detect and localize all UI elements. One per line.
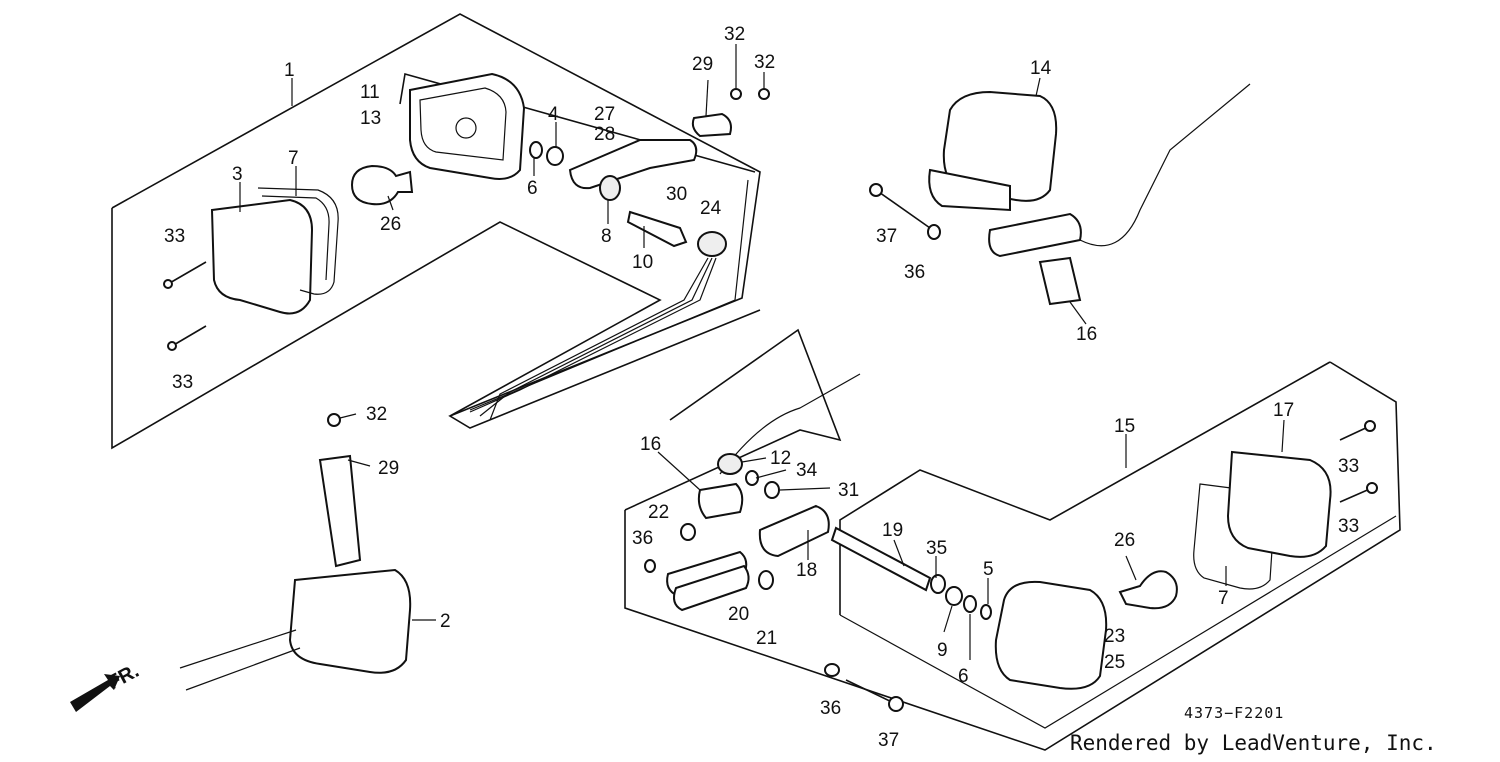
callout-29-lower: 29 [378,458,399,479]
callout-33-rear-lower: 33 [1338,516,1359,537]
screw-part-33-lower [167,325,207,351]
callout-3: 3 [232,164,243,185]
callout-1: 1 [284,60,295,81]
callout-37: 37 [876,226,897,247]
callout-2: 2 [440,611,451,632]
callouts: 1 2 3 4 5 6 7 8 9 10 11 12 13 14 15 16 1… [164,24,1359,751]
signal-assembly-part-14 [869,83,1251,306]
screw-part-33-rear-lower [1339,482,1378,503]
housing-part-11 [409,72,526,180]
callout-36-bottom: 36 [820,698,841,719]
bolt-part-19 [830,526,932,592]
callout-18: 18 [796,560,817,581]
screw-part-32-b [758,88,770,100]
callout-29: 29 [692,54,713,75]
callout-24: 24 [700,198,722,219]
callout-23: 23 [1104,626,1125,647]
callout-36: 36 [904,262,925,283]
callout-37-bottom: 37 [878,730,899,751]
callout-33-lower: 33 [172,372,193,393]
bulb-part-26-rear [1118,570,1178,610]
bush-part-8 [599,175,621,201]
callout-31: 31 [838,480,859,501]
front-marker-label: FR. [104,660,143,695]
grommet-part-24 [697,231,727,257]
nut-part-5 [980,604,992,620]
nut-part-4 [546,146,564,166]
callout-26-rear: 26 [1114,530,1135,551]
callout-21: 21 [756,628,777,649]
callout-36-left: 36 [632,528,653,549]
lens-part-3 [210,198,314,315]
stay-part-18 [758,504,830,558]
gasket-part-7 [257,187,339,295]
bulb-part-26 [350,164,414,206]
callout-10: 10 [632,252,653,273]
front-direction-arrow: FR. [70,660,143,712]
callout-13: 13 [360,108,381,129]
callout-27: 27 [594,104,615,125]
callout-17: 17 [1273,400,1294,421]
group-outline-rear-right [624,328,1401,751]
callout-6-rear: 6 [958,666,969,687]
washer-part-31 [764,481,780,499]
callout-32: 32 [724,24,745,45]
callout-7-rear: 7 [1218,588,1229,609]
clamp-part-29 [691,112,732,138]
housing-part-23 [994,580,1108,690]
callout-33: 33 [164,226,185,247]
nut-part-9 [945,586,963,606]
washer-part-36-rear [644,523,696,573]
collar-part-21 [758,570,774,590]
callout-34: 34 [796,460,818,481]
callout-22: 22 [648,502,669,523]
callout-11: 11 [360,82,380,103]
callout-6: 6 [527,178,538,199]
callout-8: 8 [601,226,612,247]
callout-16-rear: 16 [1076,324,1097,345]
callout-19: 19 [882,520,903,541]
drawing-code: 4373−F2201 [1184,704,1284,722]
screw-part-33-rear-upper [1339,420,1376,441]
callout-14: 14 [1030,58,1052,79]
callout-16: 16 [640,434,661,455]
screw-part-33-upper [163,261,207,289]
screw-part-32-a [730,88,742,100]
wire-harness-front [469,257,717,421]
collar-part-12 [717,453,743,475]
callout-20: 20 [728,604,749,625]
signal-assembly-part-2 [179,413,412,691]
callout-15: 15 [1114,416,1135,437]
damper-part-20 [666,550,750,612]
credit-text: Rendered by LeadVenture, Inc. [1070,731,1437,755]
bolt-part-37-rear [824,663,904,712]
lens-part-17 [1226,450,1332,558]
callout-5: 5 [983,559,994,580]
washer-part-6 [529,141,543,159]
washer-part-6-rear [963,595,977,613]
callout-33-rear-upper: 33 [1338,456,1359,477]
group-outline-front-left [111,13,761,450]
bolt-part-30 [626,210,688,248]
callout-4: 4 [548,104,559,125]
callout-28: 28 [594,124,615,145]
callout-26: 26 [380,214,401,235]
callout-7: 7 [288,148,299,169]
leader-lines [239,44,1285,660]
callout-9: 9 [937,640,948,661]
callout-30: 30 [666,184,687,205]
callout-32-lower: 32 [366,404,387,425]
washer-part-35 [930,574,946,594]
callout-25: 25 [1104,652,1125,673]
stay-part-27 [568,139,698,190]
callout-12: 12 [770,448,791,469]
clamp-part-22 [697,373,861,520]
callout-32-upper-right: 32 [754,52,775,73]
callout-35: 35 [926,538,947,559]
